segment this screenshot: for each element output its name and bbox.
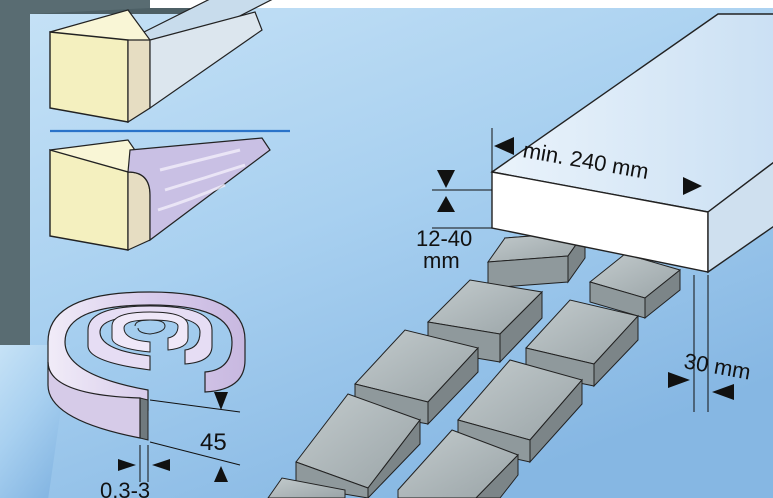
gap-arrow-left <box>668 372 690 388</box>
thickness-label-top: 12-40 <box>416 226 472 251</box>
thickness-arrow-bottom <box>437 196 455 212</box>
thickness-arrow-top <box>437 170 455 188</box>
tile <box>525 299 639 388</box>
gap-arrow-right <box>712 384 734 400</box>
coil-width-label: 45 <box>200 429 227 456</box>
tile <box>354 329 479 426</box>
tile <box>267 477 346 498</box>
tile <box>397 429 519 498</box>
coil-thickness-arrow-left <box>118 459 136 471</box>
rounded-edge-block <box>48 137 271 251</box>
width-arrow-left <box>494 137 514 155</box>
coil-width-arrow-bottom <box>214 466 228 482</box>
tile <box>457 359 583 464</box>
width-arrow-right <box>683 177 702 195</box>
strip-coil <box>47 291 246 441</box>
tile <box>295 393 421 498</box>
thickness-label-bottom: mm <box>423 248 460 273</box>
coil-thickness-label: 0,3-3 <box>100 478 150 498</box>
square-edge-block <box>49 0 273 124</box>
coil-dimension-lines <box>118 392 241 482</box>
tile <box>588 253 682 320</box>
slab <box>490 13 773 274</box>
coil-width-arrow-top <box>214 392 228 410</box>
coil-thickness-arrow-right <box>152 459 170 471</box>
